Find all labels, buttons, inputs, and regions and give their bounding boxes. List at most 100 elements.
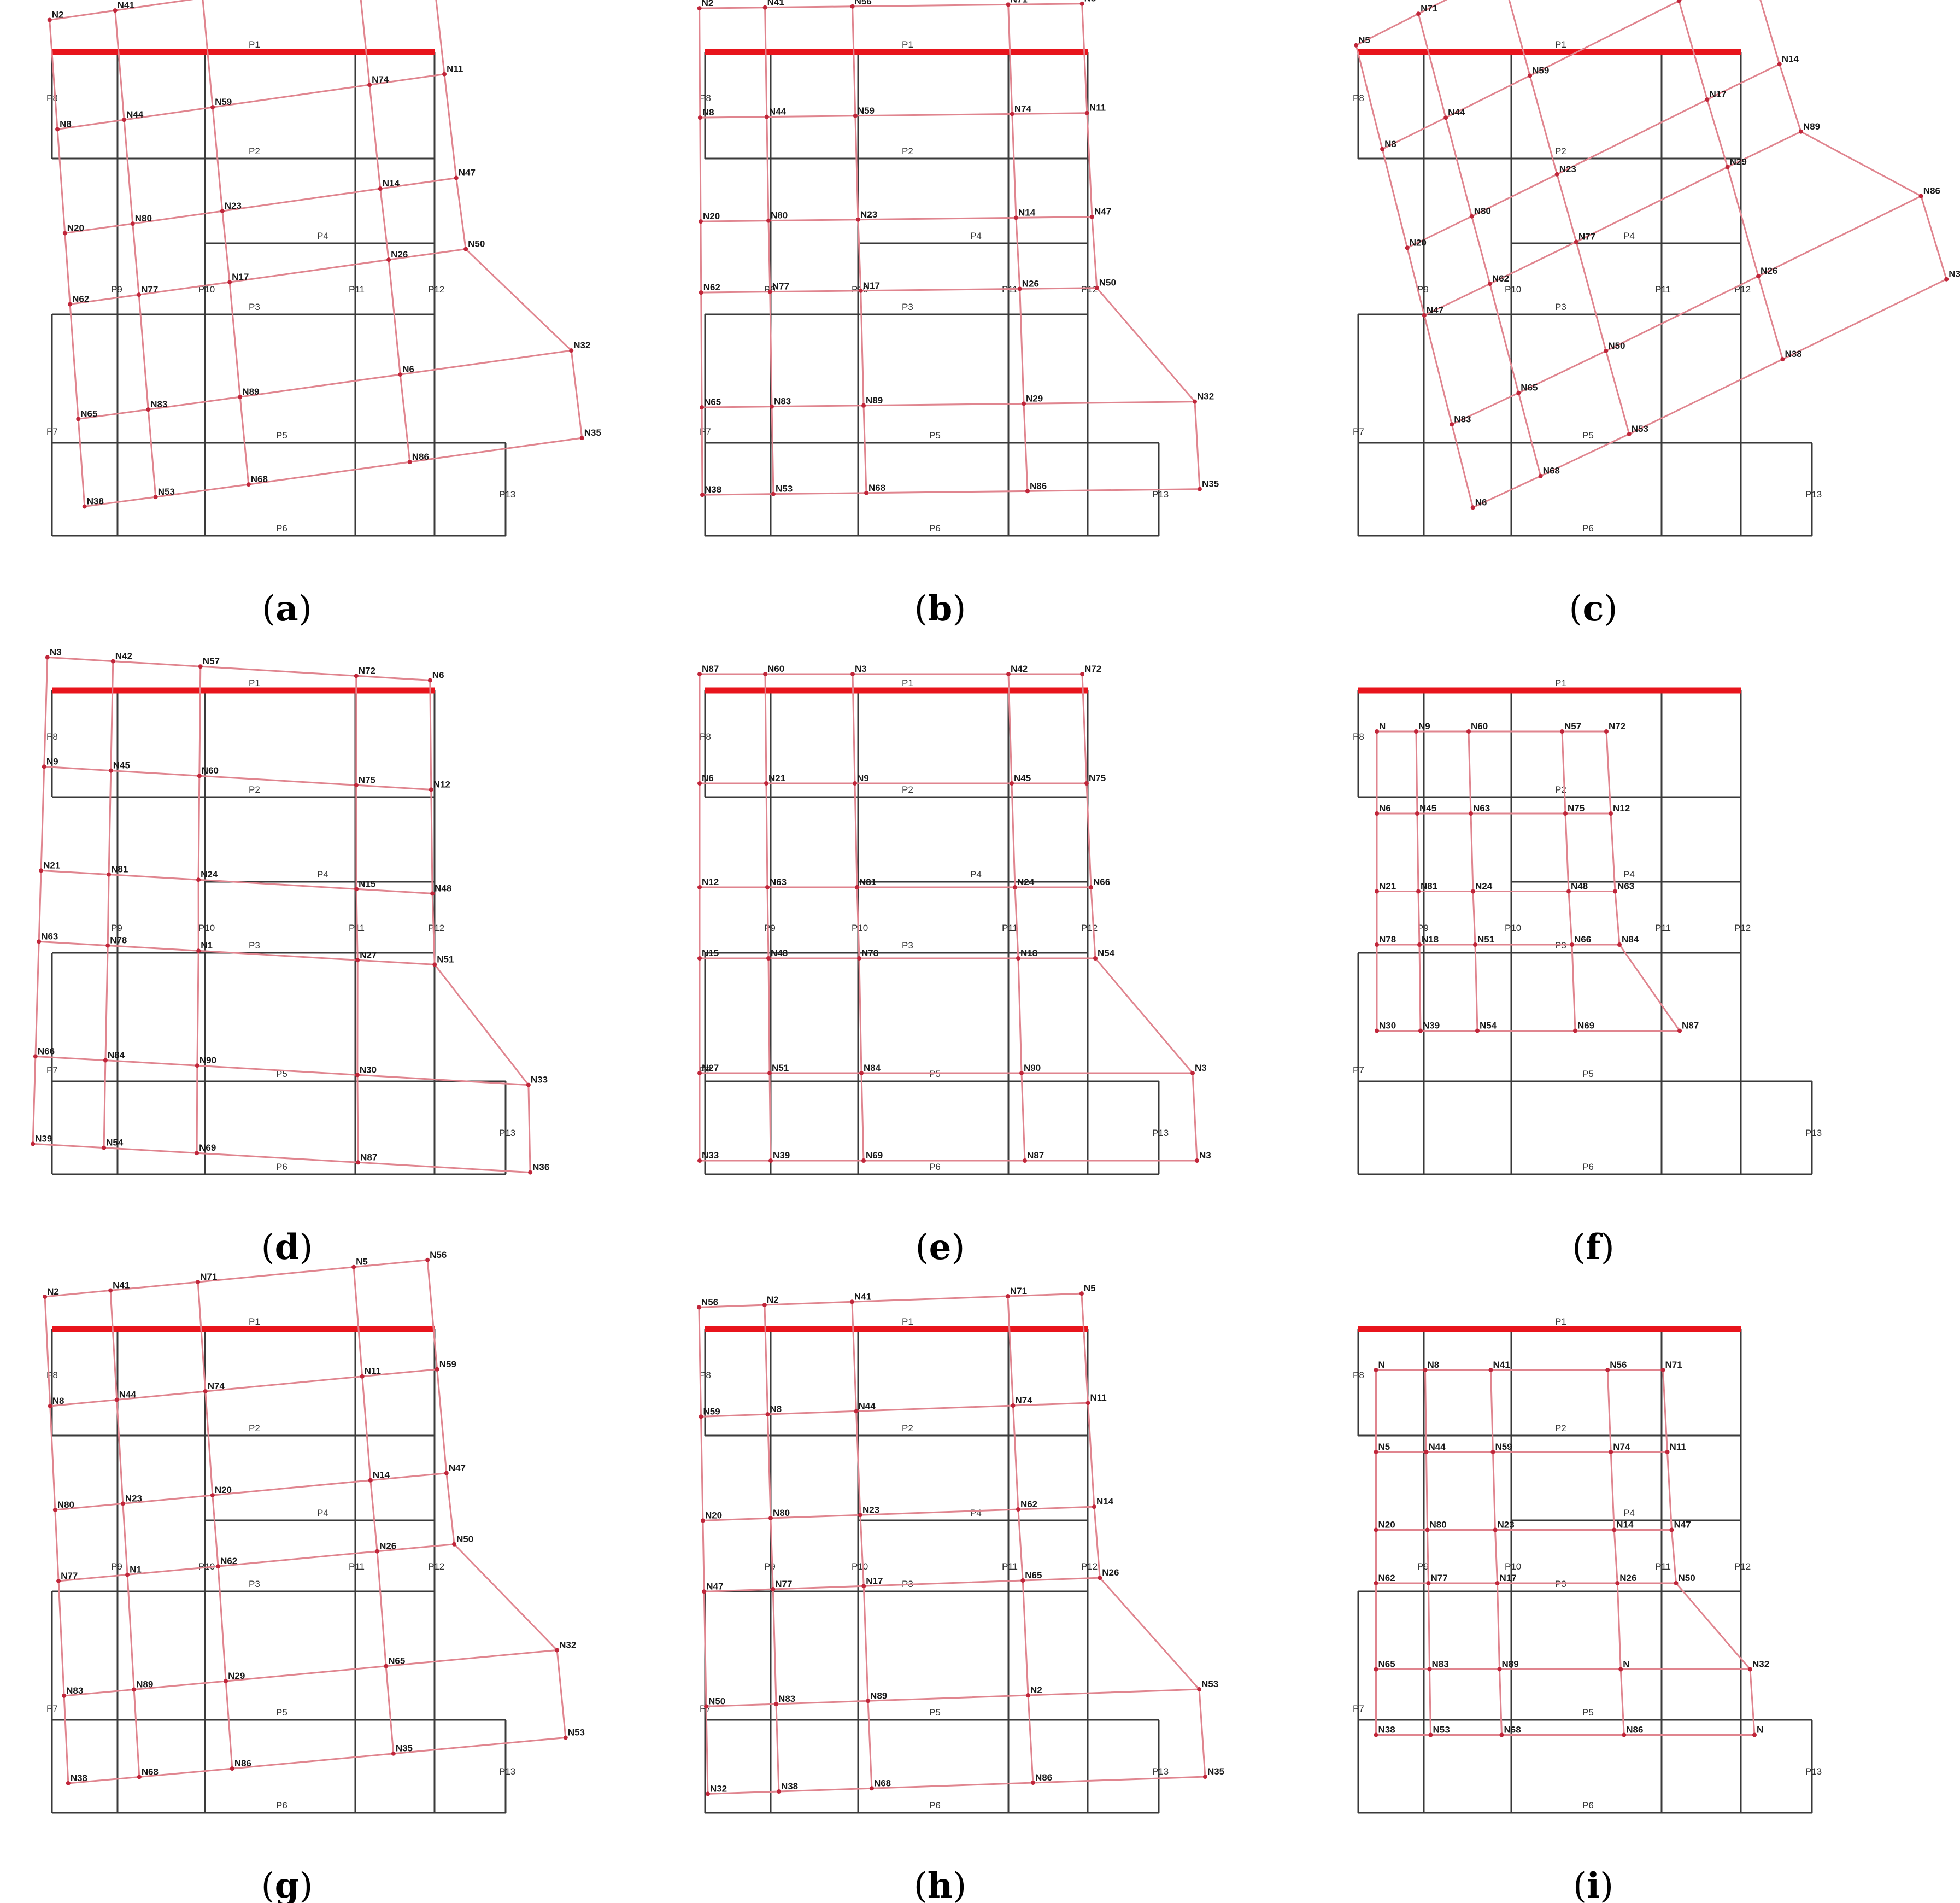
node-label: N bbox=[1623, 1659, 1629, 1670]
mode-node bbox=[1443, 115, 1448, 120]
mode-shape-line bbox=[699, 8, 703, 495]
mode-shape-line bbox=[852, 6, 867, 493]
node-label: N59 bbox=[1532, 65, 1549, 75]
mode-node bbox=[1098, 1576, 1102, 1580]
mode-node bbox=[398, 372, 403, 377]
mode-node bbox=[1375, 729, 1379, 734]
mode-node bbox=[230, 1766, 234, 1771]
node-label: N65 bbox=[1378, 1659, 1395, 1670]
node-label: N57 bbox=[203, 656, 220, 666]
mode-node bbox=[861, 1158, 866, 1163]
node-label: N90 bbox=[199, 1055, 216, 1065]
mode-node bbox=[1424, 1450, 1429, 1454]
mode-node bbox=[771, 491, 776, 496]
node-label: N26 bbox=[1102, 1567, 1119, 1578]
node-label: N62 bbox=[1020, 1499, 1037, 1509]
mode-node bbox=[1026, 1693, 1031, 1698]
mode-node bbox=[764, 114, 769, 119]
beam-label: P12 bbox=[1734, 923, 1751, 933]
node-label: N84 bbox=[1622, 934, 1639, 945]
node-label: N44 bbox=[119, 1389, 137, 1400]
beam-label: P8 bbox=[700, 1370, 711, 1380]
node-label: N63 bbox=[41, 931, 58, 941]
beam-label: P1 bbox=[1555, 39, 1566, 50]
mode-shape-line bbox=[1677, 0, 1783, 360]
mode-node bbox=[386, 257, 391, 262]
node-label: N47 bbox=[1427, 305, 1443, 315]
node-label: N47 bbox=[1094, 207, 1111, 217]
mode-node bbox=[368, 1478, 373, 1483]
mode-node bbox=[442, 72, 447, 77]
node-label: N bbox=[1378, 1360, 1385, 1370]
node-label: N32 bbox=[710, 1783, 727, 1794]
node-label: N77 bbox=[61, 1571, 78, 1581]
beam-label: P1 bbox=[249, 678, 260, 688]
mode-node bbox=[355, 1073, 360, 1078]
mode-node bbox=[1374, 1527, 1378, 1532]
mode-node bbox=[1604, 729, 1609, 734]
beam-label: P13 bbox=[1805, 1766, 1822, 1777]
mode-node bbox=[1752, 1732, 1757, 1737]
mode-node bbox=[1798, 129, 1803, 134]
node-label: N53 bbox=[158, 487, 175, 497]
mode-shape-line bbox=[426, 1260, 567, 1738]
mode-node bbox=[1627, 431, 1632, 436]
node-label: N41 bbox=[118, 0, 134, 10]
mode-node bbox=[1450, 422, 1454, 427]
node-label: N30 bbox=[1379, 1021, 1396, 1031]
node-label: N38 bbox=[87, 496, 104, 506]
node-label: N71 bbox=[1421, 3, 1437, 14]
mode-node bbox=[196, 948, 201, 953]
mode-node bbox=[763, 672, 767, 676]
beam-label: P5 bbox=[929, 430, 941, 441]
beam-label: P10 bbox=[852, 923, 868, 933]
node-label: N38 bbox=[781, 1781, 798, 1791]
mode-node bbox=[1094, 285, 1099, 290]
node-label: N6 bbox=[402, 364, 414, 374]
mode-node bbox=[429, 787, 433, 792]
mode-shape-line bbox=[1007, 674, 1026, 1161]
node-label: N14 bbox=[383, 178, 400, 189]
mode-node bbox=[1010, 781, 1014, 786]
mode-node bbox=[1490, 1450, 1495, 1454]
node-label: N23 bbox=[225, 201, 242, 211]
mode-node bbox=[62, 1693, 67, 1698]
beam-label: P10 bbox=[852, 1561, 868, 1572]
panel-caption: (a) bbox=[262, 588, 312, 629]
mode-node bbox=[1084, 781, 1089, 786]
node-label: N62 bbox=[220, 1556, 237, 1566]
mode-node bbox=[146, 407, 151, 412]
mode-node bbox=[699, 290, 703, 295]
mode-shape-line bbox=[1081, 3, 1201, 489]
beam-label: P10 bbox=[198, 1561, 215, 1572]
node-label: N56 bbox=[855, 0, 872, 7]
mode-node bbox=[107, 872, 112, 877]
beam-label: P6 bbox=[1582, 1162, 1594, 1172]
mode-node bbox=[1190, 1071, 1195, 1075]
mode-node bbox=[858, 288, 863, 293]
node-label: N26 bbox=[1022, 278, 1039, 289]
mode-node bbox=[1202, 1775, 1207, 1779]
node-label: N20 bbox=[703, 211, 720, 221]
mode-node bbox=[48, 1403, 52, 1408]
mode-node bbox=[762, 5, 767, 10]
mode-node bbox=[1497, 1667, 1502, 1672]
node-label: N77 bbox=[1578, 231, 1595, 242]
node-label: N62 bbox=[1492, 273, 1509, 284]
beam-label: P5 bbox=[276, 1707, 287, 1718]
node-label: N2 bbox=[702, 0, 714, 8]
node-label: N41 bbox=[1493, 1360, 1510, 1370]
mode-shape-line bbox=[698, 1307, 709, 1794]
mode-node bbox=[114, 1397, 119, 1402]
beam-label: P10 bbox=[1505, 923, 1521, 933]
mode-node bbox=[850, 672, 855, 676]
node-label: N75 bbox=[359, 775, 375, 785]
node-label: N11 bbox=[365, 1366, 381, 1377]
node-label: N87 bbox=[360, 1152, 377, 1162]
node-label: N77 bbox=[772, 282, 789, 292]
node-label: N47 bbox=[449, 1463, 466, 1473]
mode-node bbox=[864, 490, 868, 495]
node-label: N80 bbox=[135, 213, 152, 224]
beam-label: P1 bbox=[249, 1316, 260, 1327]
